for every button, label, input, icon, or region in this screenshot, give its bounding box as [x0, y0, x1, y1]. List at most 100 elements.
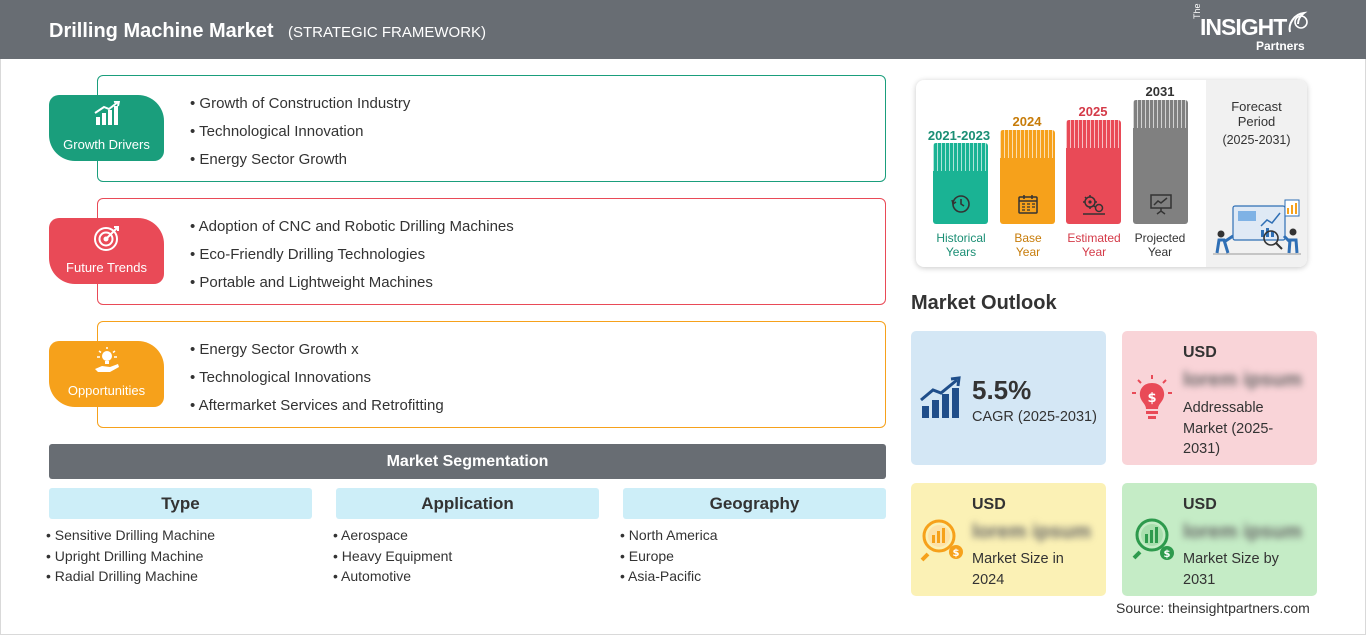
projected-year-caption: Projected Year	[1125, 231, 1195, 259]
forecast-range: (2025-2031)	[1222, 133, 1291, 147]
svg-text:$: $	[1147, 391, 1156, 406]
projected-year-label: 2031	[1145, 84, 1175, 99]
opportunities-label: Opportunities	[67, 383, 146, 398]
market-segmentation-heading: Market Segmentation	[49, 444, 886, 479]
historical-caption: Historical Years	[926, 231, 996, 259]
future-trends-badge: Future Trends	[49, 218, 164, 284]
gears-icon	[1066, 192, 1121, 216]
size-2024-description: Market Size in 2024	[972, 549, 1064, 590]
base-caption-line2: Year	[1015, 245, 1041, 259]
size-2024-usd: USD	[972, 496, 1006, 513]
base-year-bar	[1000, 130, 1055, 224]
estimated-year-label: 2025	[1078, 104, 1108, 119]
segment-geography-heading: Geography	[623, 488, 886, 519]
svg-text:$: $	[1164, 549, 1171, 560]
page-subtitle: (STRATEGIC FRAMEWORK)	[288, 24, 487, 41]
list-item: Adoption of CNC and Robotic Drilling Mac…	[190, 217, 514, 245]
cagr-label: CAGR (2025-2031)	[972, 409, 1097, 425]
market-outlook-title: Market Outlook	[911, 292, 1057, 314]
forecast-title-line1: Forecast	[1231, 99, 1282, 114]
magnifier-chart-icon: $	[920, 519, 963, 562]
list-item: Aerospace	[333, 526, 599, 547]
list-item: Europe	[620, 547, 886, 568]
estimated-year-caption: Estimated Year	[1059, 231, 1129, 259]
base-year-caption: Base Year	[993, 231, 1063, 259]
segment-application-column: Application Aerospace Heavy Equipment Au…	[336, 488, 599, 588]
cagr-card: 5.5% CAGR (2025-2031)	[911, 331, 1106, 465]
logo-main-text: INSIGHT	[1200, 14, 1287, 40]
estimated-year-bar	[1066, 120, 1121, 224]
list-item: Eco-Friendly Drilling Technologies	[190, 245, 514, 273]
logo-partners-text: Partners	[1256, 39, 1305, 53]
projected-year-bar	[1133, 100, 1188, 224]
forecast-period-panel: Forecast Period (2025-2031)	[1206, 80, 1307, 267]
analyst-dashboard-icon	[1213, 199, 1301, 255]
addressable-desc-line2: Market (2025-	[1183, 420, 1274, 437]
future-trends-list: Adoption of CNC and Robotic Drilling Mac…	[190, 217, 514, 301]
page-title: Drilling Machine Market	[49, 20, 274, 42]
lightbulb-hand-icon	[49, 347, 164, 375]
forecast-title-line2: Period	[1237, 114, 1276, 129]
size-2024-desc-line2: 2024	[972, 571, 1005, 588]
target-icon	[49, 224, 164, 252]
projected-caption-line2: Year	[1147, 245, 1173, 259]
base-caption-line1: Base	[1014, 231, 1042, 245]
addressable-description: Addressable Market (2025- 2031)	[1183, 398, 1273, 460]
list-item: Asia-Pacific	[620, 567, 886, 588]
presentation-chart-icon	[1133, 192, 1188, 216]
segment-type-heading: Type	[49, 488, 312, 519]
list-item: Radial Drilling Machine	[46, 567, 312, 588]
list-item: Energy Sector Growth x	[190, 340, 444, 368]
market-size-2024-card: $ USD lorem ipsum Market Size in 2024	[911, 483, 1106, 596]
estimated-caption-line2: Year	[1081, 245, 1107, 259]
list-item: Growth of Construction Industry	[190, 94, 410, 122]
estimated-caption-line1: Estimated	[1067, 231, 1121, 245]
size-2024-value-blurred: lorem ipsum	[972, 521, 1091, 543]
historical-bar	[933, 143, 988, 224]
timeline-card: 2021-2023 Historical Years 2024 Base Yea…	[916, 80, 1307, 267]
history-icon	[933, 192, 988, 216]
size-2031-usd: USD	[1183, 496, 1217, 513]
historical-caption-line2: Years	[945, 245, 977, 259]
growth-drivers-label: Growth Drivers	[63, 137, 150, 152]
addressable-value-blurred: lorem ipsum	[1183, 369, 1302, 391]
addressable-desc-line3: 2031)	[1183, 441, 1221, 457]
insight-partners-logo[interactable]: The INSIGHT Partners	[1190, 3, 1310, 54]
base-year-label: 2024	[1012, 114, 1042, 129]
projected-caption-line1: Projected	[1134, 231, 1186, 245]
opportunities-list: Energy Sector Growth x Technological Inn…	[190, 340, 444, 424]
size-2031-description: Market Size by 2031	[1183, 549, 1279, 590]
opportunities-badge: Opportunities	[49, 341, 164, 407]
growth-drivers-list: Growth of Construction Industry Technolo…	[190, 94, 410, 178]
forecast-title: Forecast Period	[1206, 99, 1307, 129]
source-citation: Source: theinsightpartners.com	[1116, 600, 1310, 616]
market-size-2031-card: $ USD lorem ipsum Market Size by 2031	[1122, 483, 1317, 596]
header-bar: Drilling Machine Market (STRATEGIC FRAME…	[0, 0, 1366, 59]
future-trends-label: Future Trends	[66, 260, 147, 275]
logo-swoosh-icon	[1288, 11, 1308, 33]
magnifier-growth-icon: $	[1132, 518, 1174, 560]
opportunities-box: Energy Sector Growth x Technological Inn…	[97, 321, 886, 428]
list-item: Technological Innovation	[190, 122, 410, 150]
size-2031-desc-line2: 2031	[1183, 571, 1216, 588]
cagr-value: 5.5%	[972, 375, 1032, 405]
calendar-icon	[1000, 192, 1055, 216]
list-item: Portable and Lightweight Machines	[190, 273, 514, 301]
list-item: Energy Sector Growth	[190, 150, 410, 178]
list-item: Heavy Equipment	[333, 547, 599, 568]
list-item: Sensitive Drilling Machine	[46, 526, 312, 547]
svg-text:$: $	[953, 548, 960, 559]
addressable-desc-line1: Addressable	[1183, 400, 1264, 416]
size-2024-desc-line1: Market Size in	[972, 551, 1064, 567]
size-2031-desc-line1: Market Size by	[1183, 551, 1279, 567]
list-item: Aftermarket Services and Retrofitting	[190, 396, 444, 424]
list-item: Upright Drilling Machine	[46, 547, 312, 568]
growth-chart-icon	[920, 376, 961, 418]
segment-application-heading: Application	[336, 488, 599, 519]
bar-chart-growth-icon	[49, 101, 164, 129]
growth-drivers-badge: Growth Drivers	[49, 95, 164, 161]
addressable-usd: USD	[1183, 344, 1217, 361]
list-item: North America	[620, 526, 886, 547]
historical-caption-line1: Historical	[936, 231, 986, 245]
growth-drivers-box: Growth of Construction Industry Technolo…	[97, 75, 886, 182]
